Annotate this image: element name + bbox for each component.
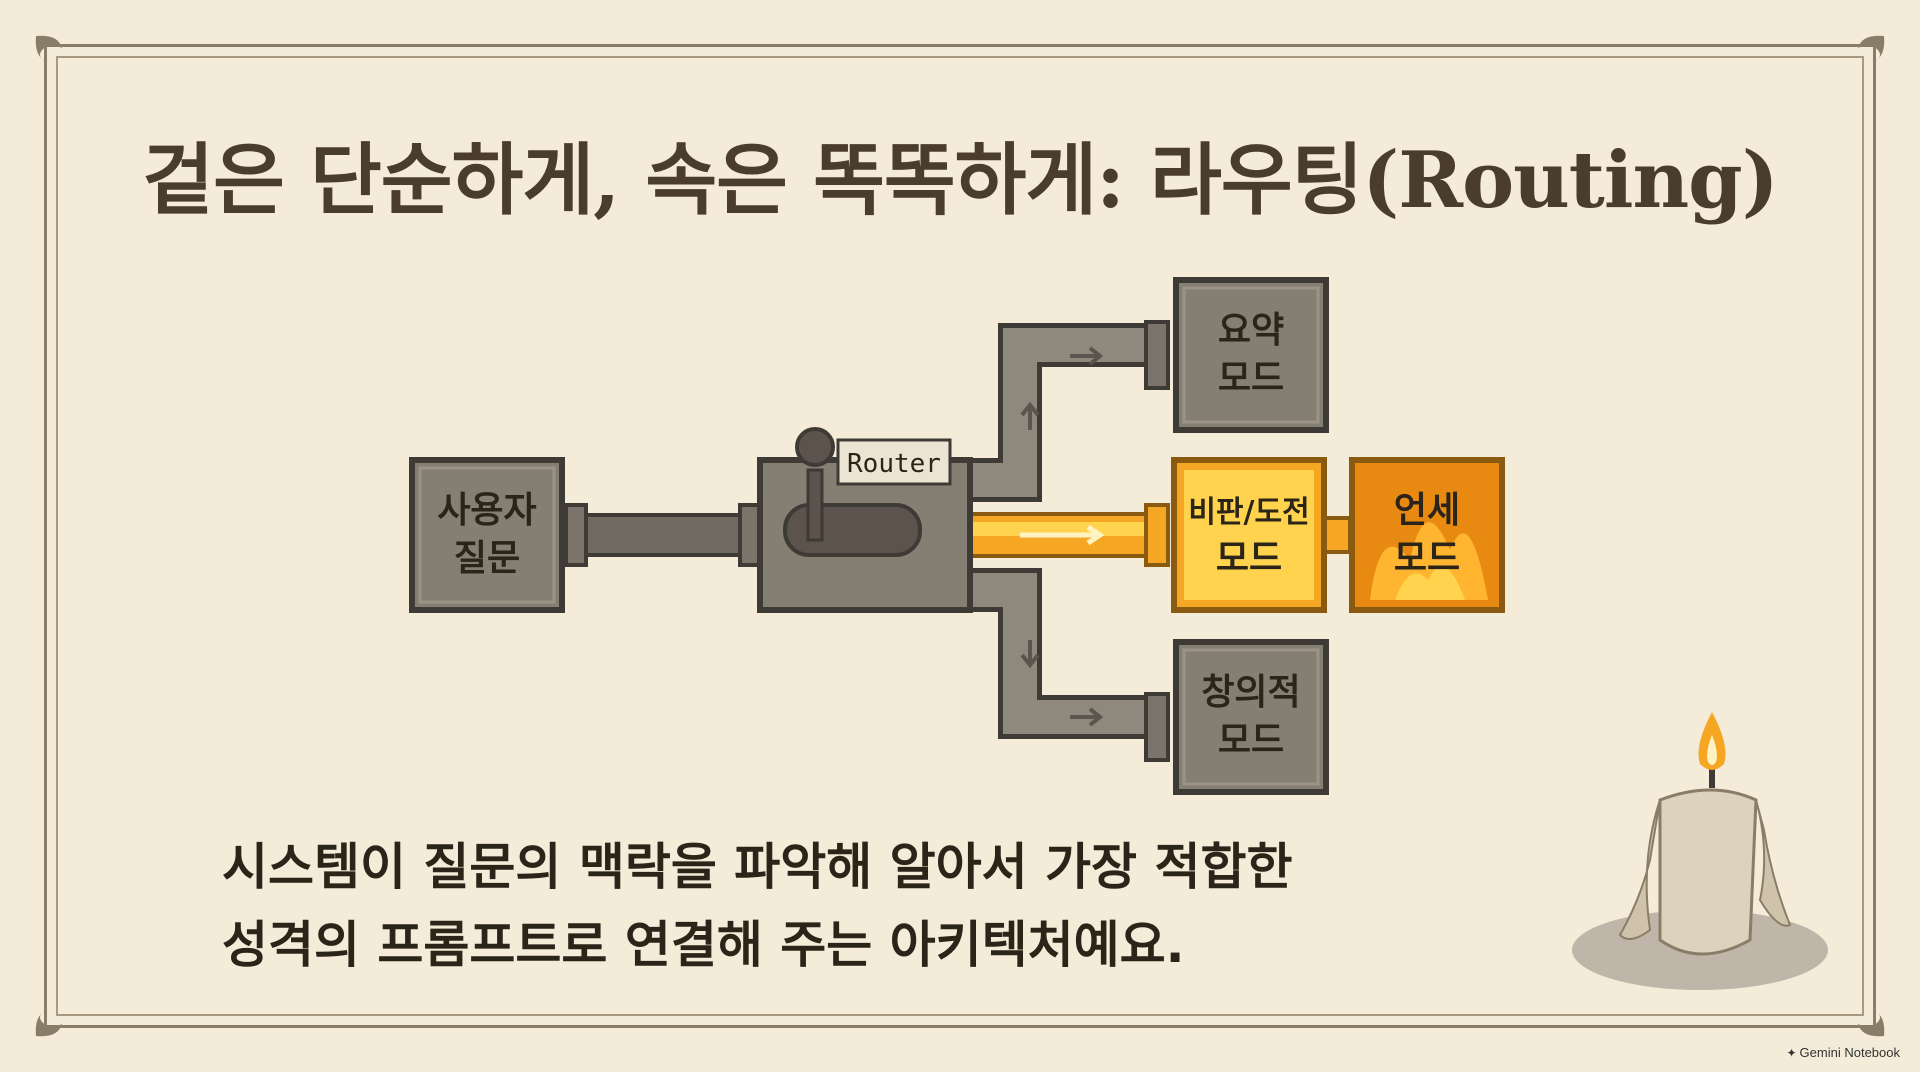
router-label: Router xyxy=(847,449,941,479)
corner-ornament-icon xyxy=(1858,35,1885,62)
creative-mode-line2: 모드 xyxy=(1218,720,1284,761)
creative-pipe xyxy=(960,568,1160,739)
router-label-plate xyxy=(836,438,952,486)
router-lever-icon xyxy=(806,468,824,542)
slide-title: 겉은 단순하게, 속은 똑똑하게: 라우팅(Routing) xyxy=(142,135,1778,226)
router-box: Router xyxy=(757,427,973,613)
gemini-logo-icon: ✦ xyxy=(1786,1046,1797,1060)
critique-mode-line2: 모드 xyxy=(1216,538,1282,579)
summary-mode-box: 요약 모드 xyxy=(1173,277,1329,433)
caption-line2: 성격의 프롬프트로 연결해 주는 아키텍처예요. xyxy=(222,916,1185,974)
summary-pipe xyxy=(960,323,1160,502)
router-slot xyxy=(783,503,922,557)
outer-frame xyxy=(44,44,1876,1028)
user-query-box: 사용자 질문 xyxy=(409,457,565,613)
input-pipe xyxy=(578,513,762,557)
corner-ornament-icon xyxy=(35,1010,62,1037)
corner-ornament-icon xyxy=(35,35,62,62)
watermark: ✦Gemini Notebook xyxy=(1786,1045,1900,1060)
persona-mode-line2: 모드 xyxy=(1394,538,1460,579)
persona-mode-line1: 언세 xyxy=(1394,490,1460,531)
inner-frame xyxy=(56,56,1864,1016)
watermark-text: Gemini Notebook xyxy=(1799,1045,1900,1060)
caption: 시스템이 질문의 맥락을 파악해 알아서 가장 적합한 성격의 프롬프트로 연결… xyxy=(222,828,1522,984)
pipes xyxy=(564,320,1352,762)
user-query-line2: 질문 xyxy=(454,538,520,579)
candle-icon xyxy=(1572,712,1828,990)
caption-line1: 시스템이 질문의 맥락을 파악해 알아서 가장 적합한 xyxy=(222,838,1293,896)
corner-ornament-icon xyxy=(1858,1010,1885,1037)
user-query-line1: 사용자 xyxy=(437,490,536,531)
critique-mode-line1: 비판/도전 xyxy=(1188,495,1309,530)
summary-mode-line2: 모드 xyxy=(1218,358,1284,399)
summary-mode-line1: 요약 xyxy=(1218,310,1284,351)
creative-mode-line1: 창의적 xyxy=(1201,672,1300,713)
persona-mode-box: 언세 모드 xyxy=(1349,457,1505,613)
critique-mode-box: 비판/도전 모드 xyxy=(1171,457,1327,613)
creative-mode-box: 창의적 모드 xyxy=(1173,639,1329,795)
